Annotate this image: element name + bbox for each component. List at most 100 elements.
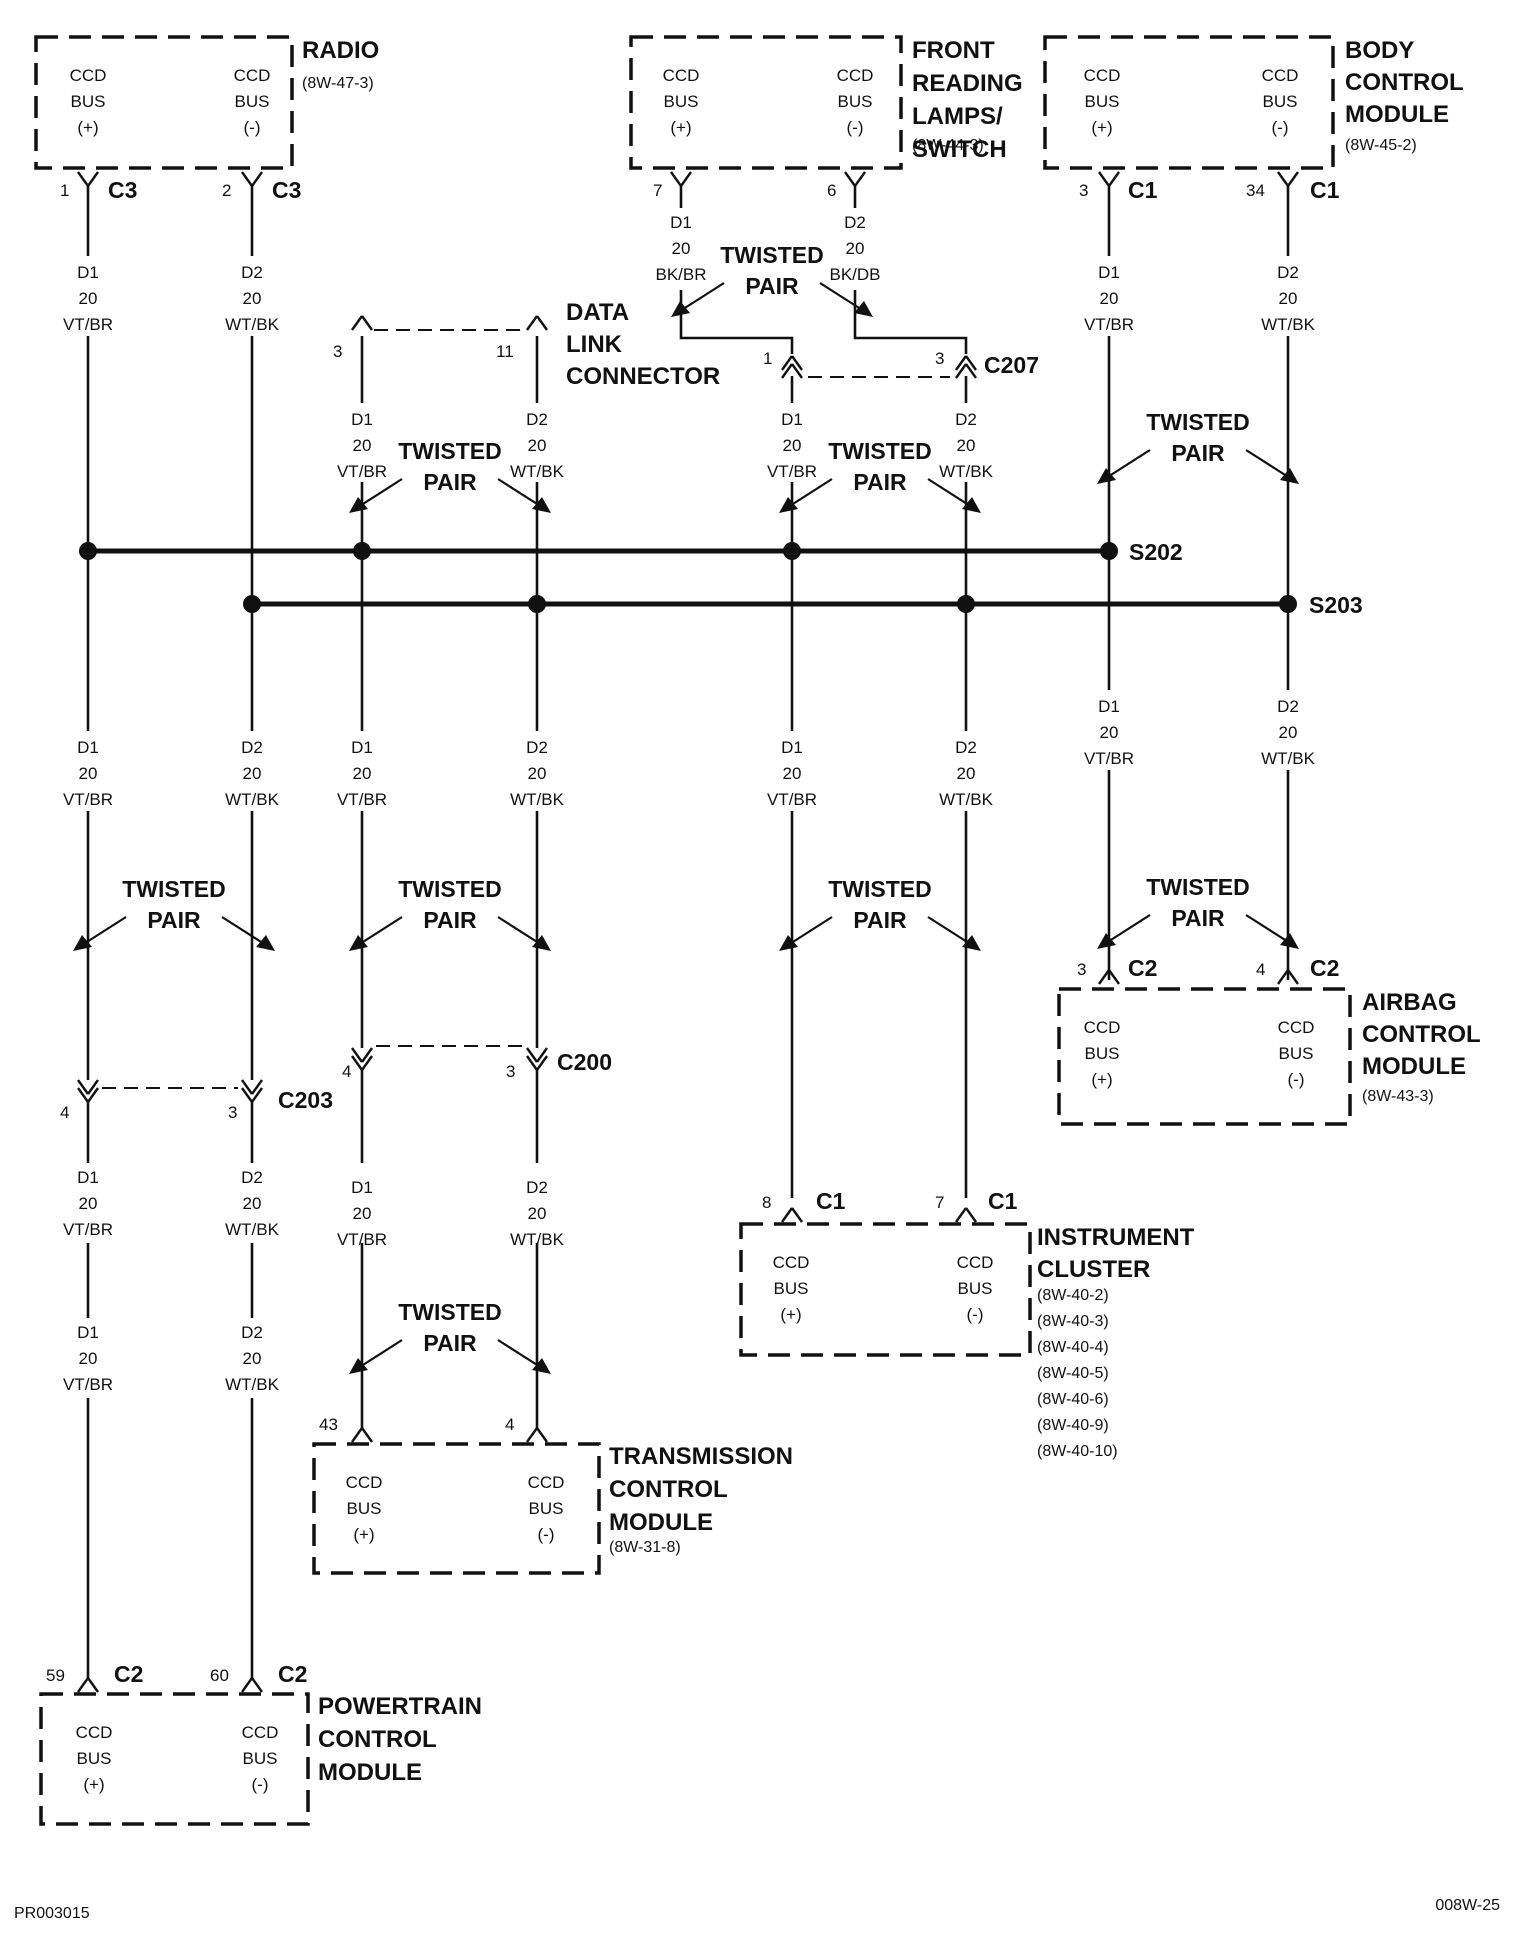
powertrain-control-module-pin-text: CCD: [76, 1723, 113, 1742]
data-link-connector-title: DATA: [566, 299, 629, 326]
connector-terminal: [955, 355, 967, 371]
front-reading-lamps-title: SWITCH: [912, 136, 1007, 163]
front-reading-lamps-pin-text: CCD: [663, 66, 700, 85]
wire-label: D2: [844, 213, 866, 232]
wire-label: WT/BK: [1261, 315, 1315, 334]
wire-label: 20: [79, 764, 98, 783]
powertrain-control-module-title: POWERTRAIN: [318, 1693, 482, 1720]
wire-label: D1: [77, 263, 99, 282]
connector-terminal: [1277, 171, 1289, 187]
twisted-pair-label: PAIR: [745, 273, 799, 299]
wire-label: D1: [77, 1323, 99, 1342]
pin-number: 7: [935, 1193, 944, 1212]
wire-label: BK/BR: [655, 265, 706, 284]
airbag-control-module-pin-text: CCD: [1278, 1018, 1315, 1037]
wire-label: 20: [243, 764, 262, 783]
radio-pin-text: (+): [77, 118, 98, 137]
wire-label: 20: [528, 1204, 547, 1223]
twisted-pair-arrowhead: [1097, 933, 1116, 949]
connector-name: C2: [1128, 955, 1157, 981]
twisted-pair-arrowhead: [349, 1358, 368, 1374]
airbag-control-module-pin-text: BUS: [1085, 1044, 1120, 1063]
airbag-control-module-pin-text: (-): [1288, 1070, 1305, 1089]
wire-label: D2: [526, 1178, 548, 1197]
pin-number: 2: [222, 181, 231, 200]
body-control-module-title: BODY: [1345, 37, 1414, 64]
wire-label: WT/BK: [225, 1220, 279, 1239]
transmission-control-module-title: MODULE: [609, 1509, 713, 1536]
wire-label: 20: [243, 1349, 262, 1368]
connector-name: C1: [1310, 177, 1340, 203]
instrument-cluster-ref: (8W-40-9): [1037, 1417, 1109, 1434]
twisted-pair-label: TWISTED: [720, 242, 824, 268]
instrument-cluster-pin-text: BUS: [958, 1279, 993, 1298]
wire-label: 20: [353, 1204, 372, 1223]
wire-label: WT/BK: [1261, 749, 1315, 768]
connector-terminal: [781, 355, 793, 371]
twisted-pair-arrowhead: [532, 497, 551, 513]
wire-label: VT/BR: [337, 1230, 387, 1249]
connector-terminal: [87, 171, 99, 187]
wire-label: D2: [241, 263, 263, 282]
connector-terminal: [87, 1087, 99, 1103]
connector-terminal: [526, 315, 538, 331]
instrument-cluster-ref: (8W-40-3): [1037, 1313, 1109, 1330]
connector-terminal: [955, 1207, 967, 1223]
twisted-pair-label: TWISTED: [398, 1299, 502, 1325]
powertrain-control-module-pin-text: CCD: [242, 1723, 279, 1742]
transmission-control-module-pin-text: BUS: [529, 1499, 564, 1518]
transmission-control-module-pin-text: BUS: [347, 1499, 382, 1518]
pin-number: 6: [827, 181, 836, 200]
pin-number: 8: [762, 1193, 771, 1212]
connector-terminal: [251, 171, 263, 187]
radio-pin-text: BUS: [235, 92, 270, 111]
transmission-control-module-box: [312, 1442, 601, 1575]
connector-terminal: [1108, 171, 1120, 187]
airbag-control-module-pin-text: CCD: [1084, 1018, 1121, 1037]
connector-name: C1: [988, 1188, 1018, 1214]
body-control-module-pin-text: (+): [1091, 118, 1112, 137]
twisted-pair-label: PAIR: [1171, 440, 1225, 466]
front-reading-lamps-title: FRONT: [912, 37, 995, 64]
wire-label: D2: [241, 1323, 263, 1342]
twisted-pair-label: PAIR: [423, 469, 477, 495]
connector-terminal: [791, 355, 803, 371]
instrument-cluster-title: CLUSTER: [1037, 1256, 1150, 1283]
front-reading-lamps-box: [629, 35, 903, 170]
connector-terminal: [670, 171, 682, 187]
wire-label: WT/BK: [939, 790, 993, 809]
pin-number: 3: [1077, 960, 1086, 979]
connector-name: C2: [114, 1661, 143, 1687]
connector-terminal: [536, 1427, 548, 1443]
connector-terminal: [965, 1207, 977, 1223]
powertrain-control-module-pin-text: (+): [83, 1775, 104, 1794]
body-control-module-pin-text: CCD: [1262, 66, 1299, 85]
body-control-module-ref: (8W-45-2): [1345, 137, 1417, 154]
twisted-pair-arrowhead: [349, 935, 368, 951]
connector-terminal: [1098, 171, 1110, 187]
pin-number: 11: [496, 342, 514, 361]
connector-name: C203: [278, 1087, 333, 1113]
instrument-cluster-pin-text: (+): [780, 1305, 801, 1324]
radio-pin-text: CCD: [70, 66, 107, 85]
pin-number: 3: [935, 349, 944, 368]
wire-label: 20: [1100, 723, 1119, 742]
pin-number: 4: [60, 1103, 69, 1122]
pin-number: 4: [1256, 960, 1265, 979]
pin-number: 3: [1079, 181, 1088, 200]
data-link-connector-title: LINK: [566, 331, 623, 358]
wire-label: VT/BR: [63, 790, 113, 809]
twisted-pair-arrowhead: [532, 1358, 551, 1374]
wire-label: 20: [783, 436, 802, 455]
front-reading-lamps-pin-text: (-): [847, 118, 864, 137]
airbag-control-module-pin-text: BUS: [1279, 1044, 1314, 1063]
wire-label: WT/BK: [225, 1375, 279, 1394]
pin-number: 3: [333, 342, 342, 361]
wire-label: 20: [783, 764, 802, 783]
connector-terminal: [361, 1055, 373, 1071]
wire-label: 20: [957, 436, 976, 455]
connector-terminal: [965, 363, 977, 379]
radio-box: [34, 35, 294, 170]
wire-label: D2: [955, 738, 977, 757]
connector-terminal: [791, 363, 803, 379]
